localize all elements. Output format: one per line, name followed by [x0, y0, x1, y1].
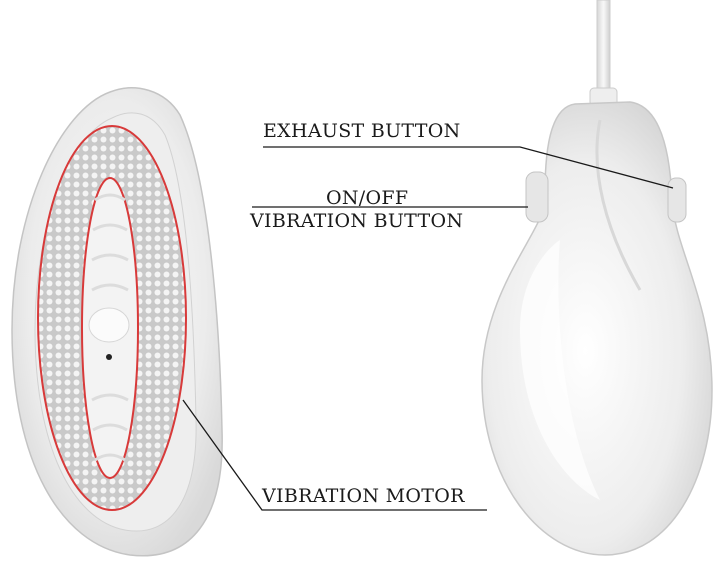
exhaust-leader: [263, 146, 674, 189]
air-hole: [106, 354, 112, 360]
suction-cup: [11, 87, 223, 557]
exhaust-button-part: [667, 177, 687, 223]
vibration-motor-label: VIBRATION MOTOR: [262, 485, 465, 507]
leader-lines: [182, 146, 674, 511]
bulb-fold: [595, 119, 642, 291]
outer-red-outline: [37, 125, 187, 511]
bulb-highlight: [520, 240, 600, 500]
on-off-button: [525, 171, 549, 223]
inner-ridges: [91, 193, 129, 462]
vibration-motor-bullet: [88, 307, 130, 343]
vibration-button-label: VIBRATION BUTTON: [250, 210, 464, 232]
on-off-label: ON/OFF: [326, 187, 409, 209]
exhaust-button-label: EXHAUST BUTTON: [263, 120, 461, 142]
pump-bulb: [481, 0, 713, 556]
air-tube: [596, 0, 611, 93]
motor-leader: [182, 399, 487, 511]
